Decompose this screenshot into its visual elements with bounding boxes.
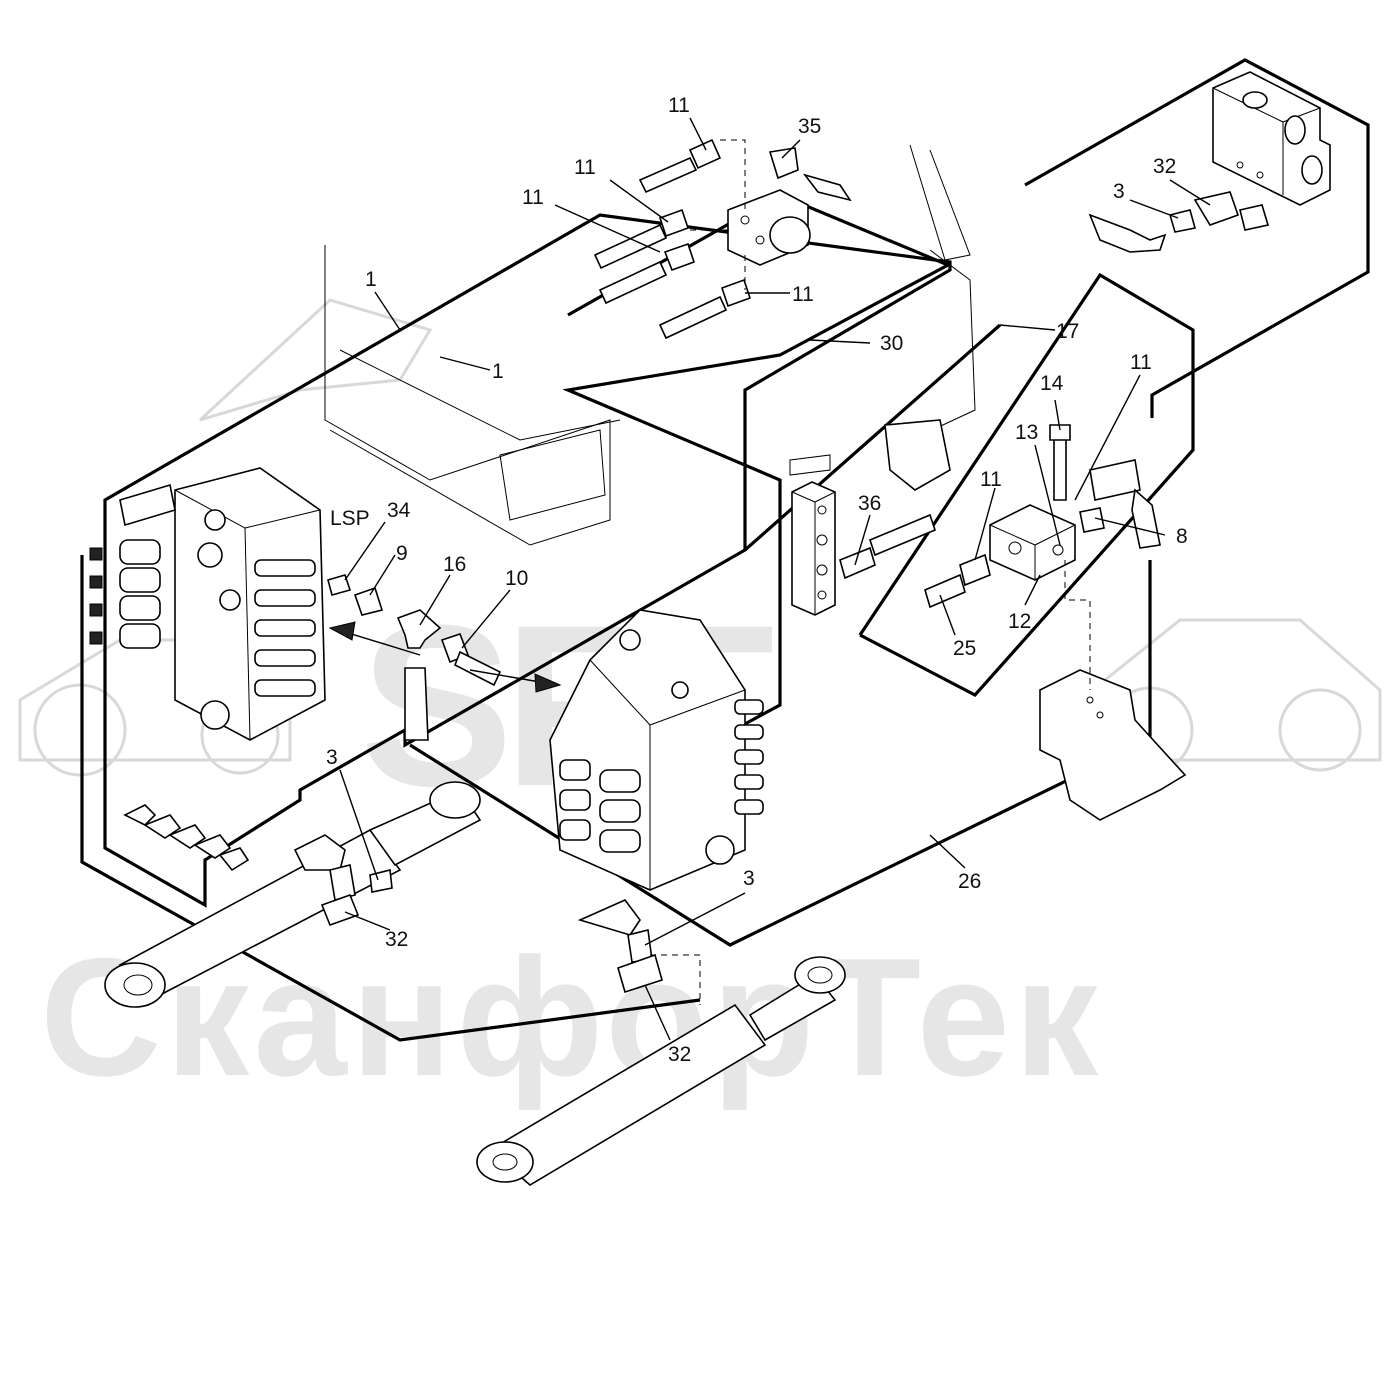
mounting-structure	[324, 144, 1187, 821]
fitting-3a	[1168, 209, 1197, 233]
callout-16: 16	[443, 553, 466, 576]
callout-3: 3	[743, 867, 755, 890]
callout-1: 1	[365, 268, 377, 291]
centre-fittings	[327, 574, 562, 741]
callout-11: 11	[792, 283, 814, 306]
hose-11e	[1089, 459, 1141, 501]
callout-36: 36	[858, 492, 881, 515]
hose-top-2	[593, 223, 668, 270]
valve-left-solenoids	[89, 539, 161, 649]
callout-3: 3	[1113, 180, 1125, 203]
fitting-11d	[720, 278, 752, 308]
floor-bracket	[1039, 669, 1187, 821]
cylinder-left	[104, 781, 482, 1008]
callout-10: 10	[505, 567, 528, 590]
tee-32b	[320, 893, 360, 927]
callout-32: 32	[668, 1043, 691, 1066]
fitting-8	[1079, 507, 1105, 533]
callout-25: 25	[953, 637, 976, 660]
fitting-11a	[688, 138, 722, 170]
tee-16	[396, 609, 442, 649]
callout-32: 32	[1153, 155, 1176, 178]
callout-labels: 11 35 11 11 11 1 1 30 17 3 32 14 13 11 1…	[326, 94, 1188, 1066]
hose-elbow-3a	[1088, 213, 1167, 253]
arrow-right-head	[534, 673, 562, 693]
callout-12: 12	[1008, 610, 1031, 633]
hose-top-4	[658, 295, 728, 340]
fitting-36	[839, 546, 876, 580]
callout-11: 11	[574, 156, 596, 179]
callout-32: 32	[385, 928, 408, 951]
elbow-8	[1131, 488, 1161, 549]
frame-top-right-manifold	[1024, 58, 1370, 418]
callout-14: 14	[1040, 372, 1064, 395]
manifold-block	[1212, 71, 1331, 206]
callout-35: 35	[798, 115, 821, 138]
fitting-11f	[959, 553, 991, 587]
hose-10	[453, 650, 502, 687]
callout-8: 8	[1176, 525, 1188, 548]
top-right-manifold	[1088, 71, 1331, 253]
right-blocks	[791, 424, 1161, 690]
top-valve-body	[727, 189, 811, 266]
callout-11: 11	[1130, 351, 1152, 374]
frame-right-block	[858, 272, 1195, 697]
arrow-right-line	[469, 669, 541, 683]
valve-left-spools	[254, 559, 316, 697]
elbow-32a	[1239, 204, 1270, 231]
hose-36	[869, 513, 936, 557]
fitting-34	[327, 574, 352, 596]
control-valve-centre	[549, 609, 764, 891]
callout-11: 11	[522, 186, 544, 209]
hose-top-3	[598, 260, 668, 305]
callout-11: 11	[980, 468, 1002, 491]
callout-11: 11	[668, 94, 690, 117]
hose-25	[924, 573, 966, 609]
frame-link-17	[743, 323, 1002, 552]
callout-26: 26	[958, 870, 981, 893]
callout-34: 34	[387, 499, 411, 522]
callout-17: 17	[1056, 320, 1079, 343]
arrow-left-head	[328, 621, 356, 641]
fitting-9	[353, 586, 384, 616]
hose-top-5	[802, 173, 852, 202]
tee-32a	[1193, 191, 1240, 226]
arrow-left-line	[344, 631, 421, 656]
callout-30: 30	[880, 332, 903, 355]
hose-elbow-3c	[577, 899, 641, 936]
elbow-35	[768, 147, 799, 180]
callout-9: 9	[396, 542, 408, 565]
cylinder-bottom	[476, 899, 846, 1186]
valve-centre-spools	[559, 699, 764, 853]
mount-bracket	[884, 419, 951, 491]
fitting-3b	[329, 864, 356, 901]
tee-32c	[617, 953, 663, 994]
callout-13: 13	[1015, 421, 1038, 444]
fitting-11c	[663, 242, 696, 272]
distribution-block-36	[791, 481, 836, 616]
fitting-11b	[658, 208, 690, 238]
callout-lsp: LSP	[330, 507, 370, 530]
block-12	[989, 504, 1076, 581]
leader-lines	[339, 117, 1211, 1041]
wave-decoration	[123, 804, 250, 872]
hose-down	[404, 667, 429, 741]
callout-3: 3	[326, 746, 338, 769]
control-valve-left	[89, 467, 326, 741]
callout-1: 1	[492, 360, 504, 383]
hose-elbow-3b	[293, 834, 346, 871]
hose-top-1	[638, 156, 698, 194]
top-hoses	[593, 138, 852, 340]
